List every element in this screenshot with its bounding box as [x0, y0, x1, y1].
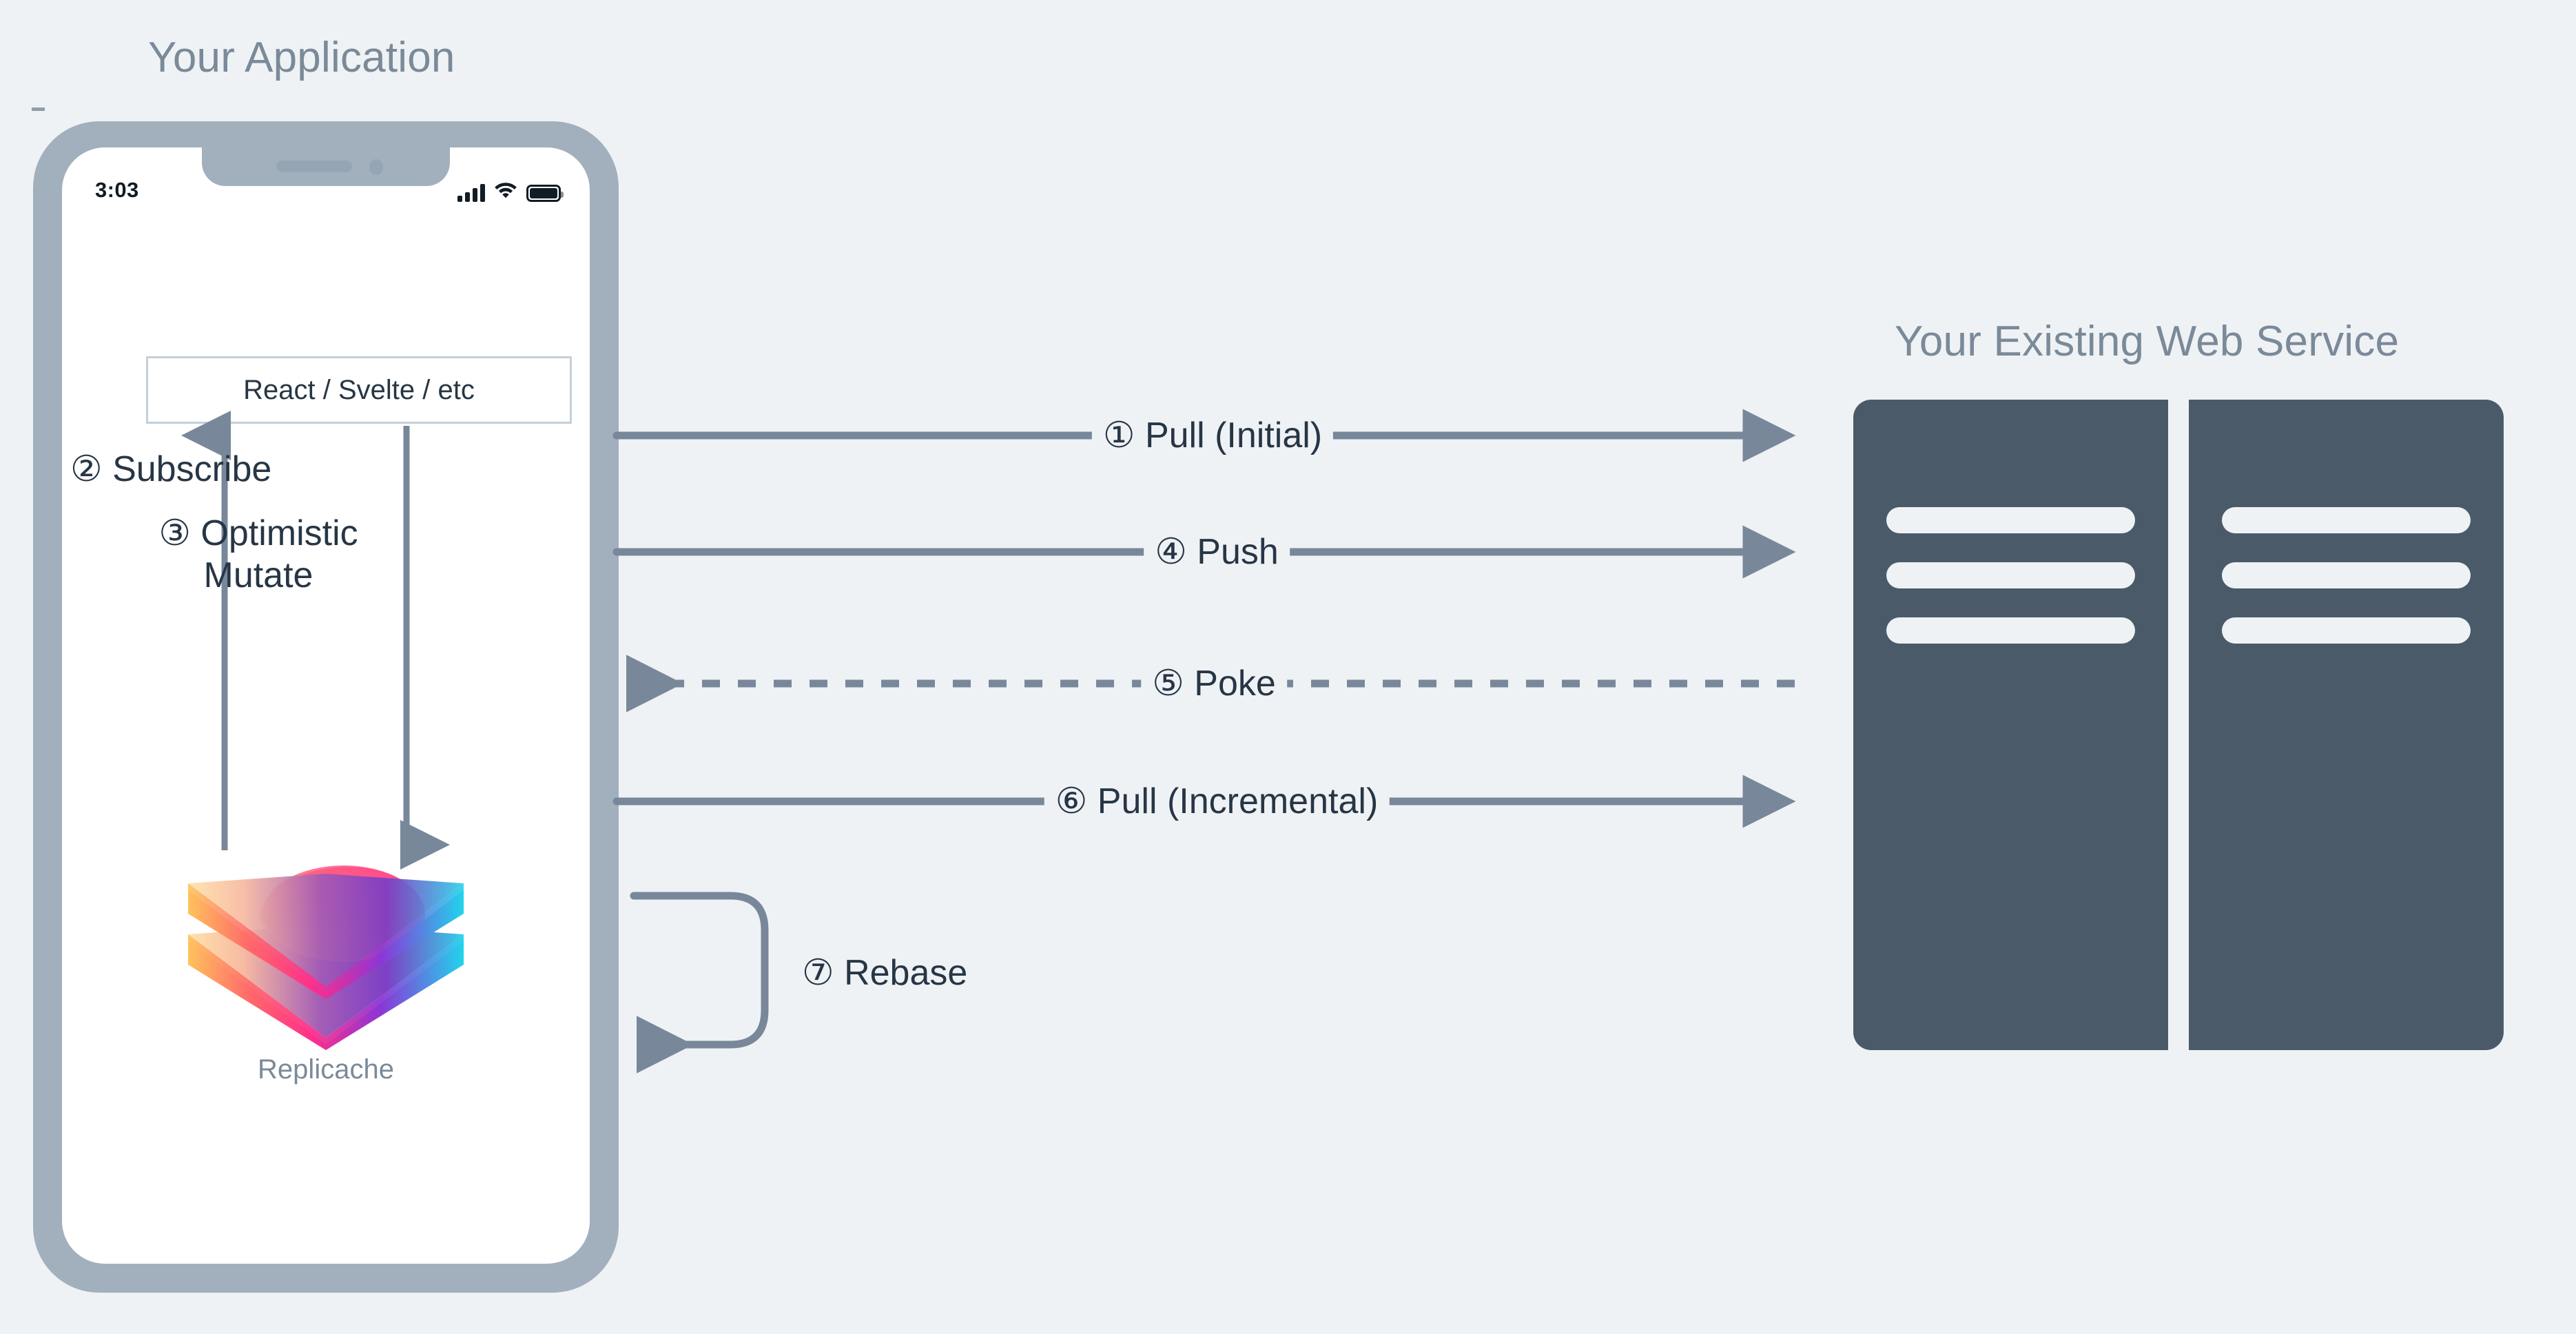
poke-label: ⑤ Poke [1141, 666, 1287, 701]
rebase-loop-arrow [630, 892, 769, 1074]
status-bar-icons [457, 181, 564, 202]
web-service-servers [1853, 400, 2504, 1050]
server-bar [1886, 562, 2135, 588]
battery-full-icon [526, 185, 564, 202]
cellular-signal-icon [457, 184, 485, 202]
optimistic-mutate-step-label: ③ Optimistic Mutate [158, 513, 358, 595]
server-rack-left [1853, 400, 2168, 1050]
server-rack-right [2189, 400, 2504, 1050]
server-bar [1886, 617, 2135, 644]
phone-notch [202, 147, 450, 186]
tick-mark-decoration [32, 107, 45, 111]
pull-initial-label: ① Pull (Initial) [1091, 418, 1334, 453]
your-existing-web-service-title: Your Existing Web Service [1895, 318, 2400, 365]
replicache-layers-logo [188, 865, 464, 1050]
server-bar [2222, 562, 2471, 588]
status-bar: 3:03 [62, 178, 590, 208]
your-application-title: Your Application [148, 34, 455, 81]
phone-screen: 3:03 React / [62, 147, 590, 1264]
replicache-store: Replicache [181, 850, 471, 1085]
rebase-label: ⑦ Rebase [802, 953, 968, 993]
pull-incremental-label: ⑥ Pull (Incremental) [1044, 783, 1390, 819]
push-label: ④ Push [1144, 534, 1290, 570]
wifi-icon [494, 181, 517, 202]
replicache-label: Replicache [258, 1054, 394, 1085]
logo-layer-top [188, 874, 464, 999]
framework-box-label: React / Svelte / etc [243, 374, 475, 405]
subscribe-step-label: ② Subscribe [70, 449, 272, 489]
server-bar [2222, 507, 2471, 533]
server-bar [2222, 617, 2471, 644]
framework-box: React / Svelte / etc [146, 356, 572, 424]
phone-device-frame: 3:03 React / [33, 121, 619, 1293]
notch-speaker-icon [276, 161, 352, 172]
status-bar-time: 3:03 [95, 178, 139, 202]
server-bar [1886, 507, 2135, 533]
phone-internal-arrows [181, 411, 450, 870]
notch-camera-icon [369, 159, 383, 175]
